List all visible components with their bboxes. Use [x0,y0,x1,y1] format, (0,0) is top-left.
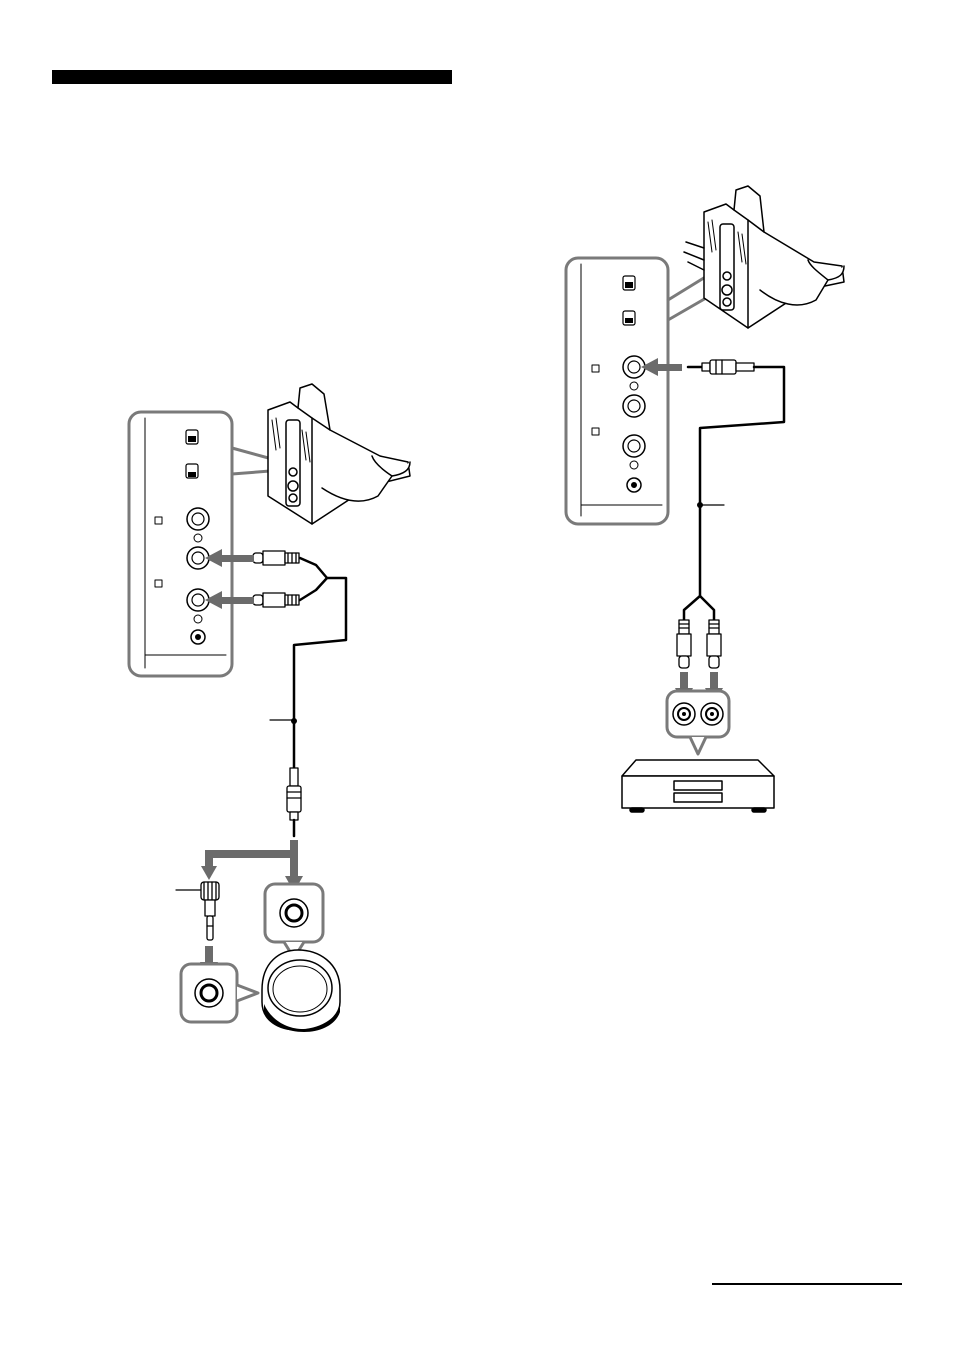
stereo-rca-plugs [253,551,299,607]
jack-icon [623,435,645,457]
y-split-cable [294,558,346,768]
adaptor-jack-callout [181,964,258,1022]
footer-rule [712,1283,902,1285]
stereo-mini-plug [287,768,301,836]
left-connection-diagram [129,384,410,1032]
plug-adaptor-icon [201,882,219,940]
jack-icon [187,508,209,530]
audio-component-icon [622,760,774,812]
speaker-unit-icon [684,186,844,328]
jack-icon [623,395,645,417]
jack-panel-callout [566,258,668,524]
rca-plugs [677,620,721,668]
input-jacks-callout [667,691,729,754]
speaker-unit-icon [268,384,410,524]
stereo-mini-plug [688,360,754,374]
jack-panel-callout [129,412,232,676]
headphone-unit-icon [262,950,340,1032]
y-split-cable [684,367,784,622]
right-connection-diagram [566,186,844,812]
headphone-jack-callout [265,884,323,958]
